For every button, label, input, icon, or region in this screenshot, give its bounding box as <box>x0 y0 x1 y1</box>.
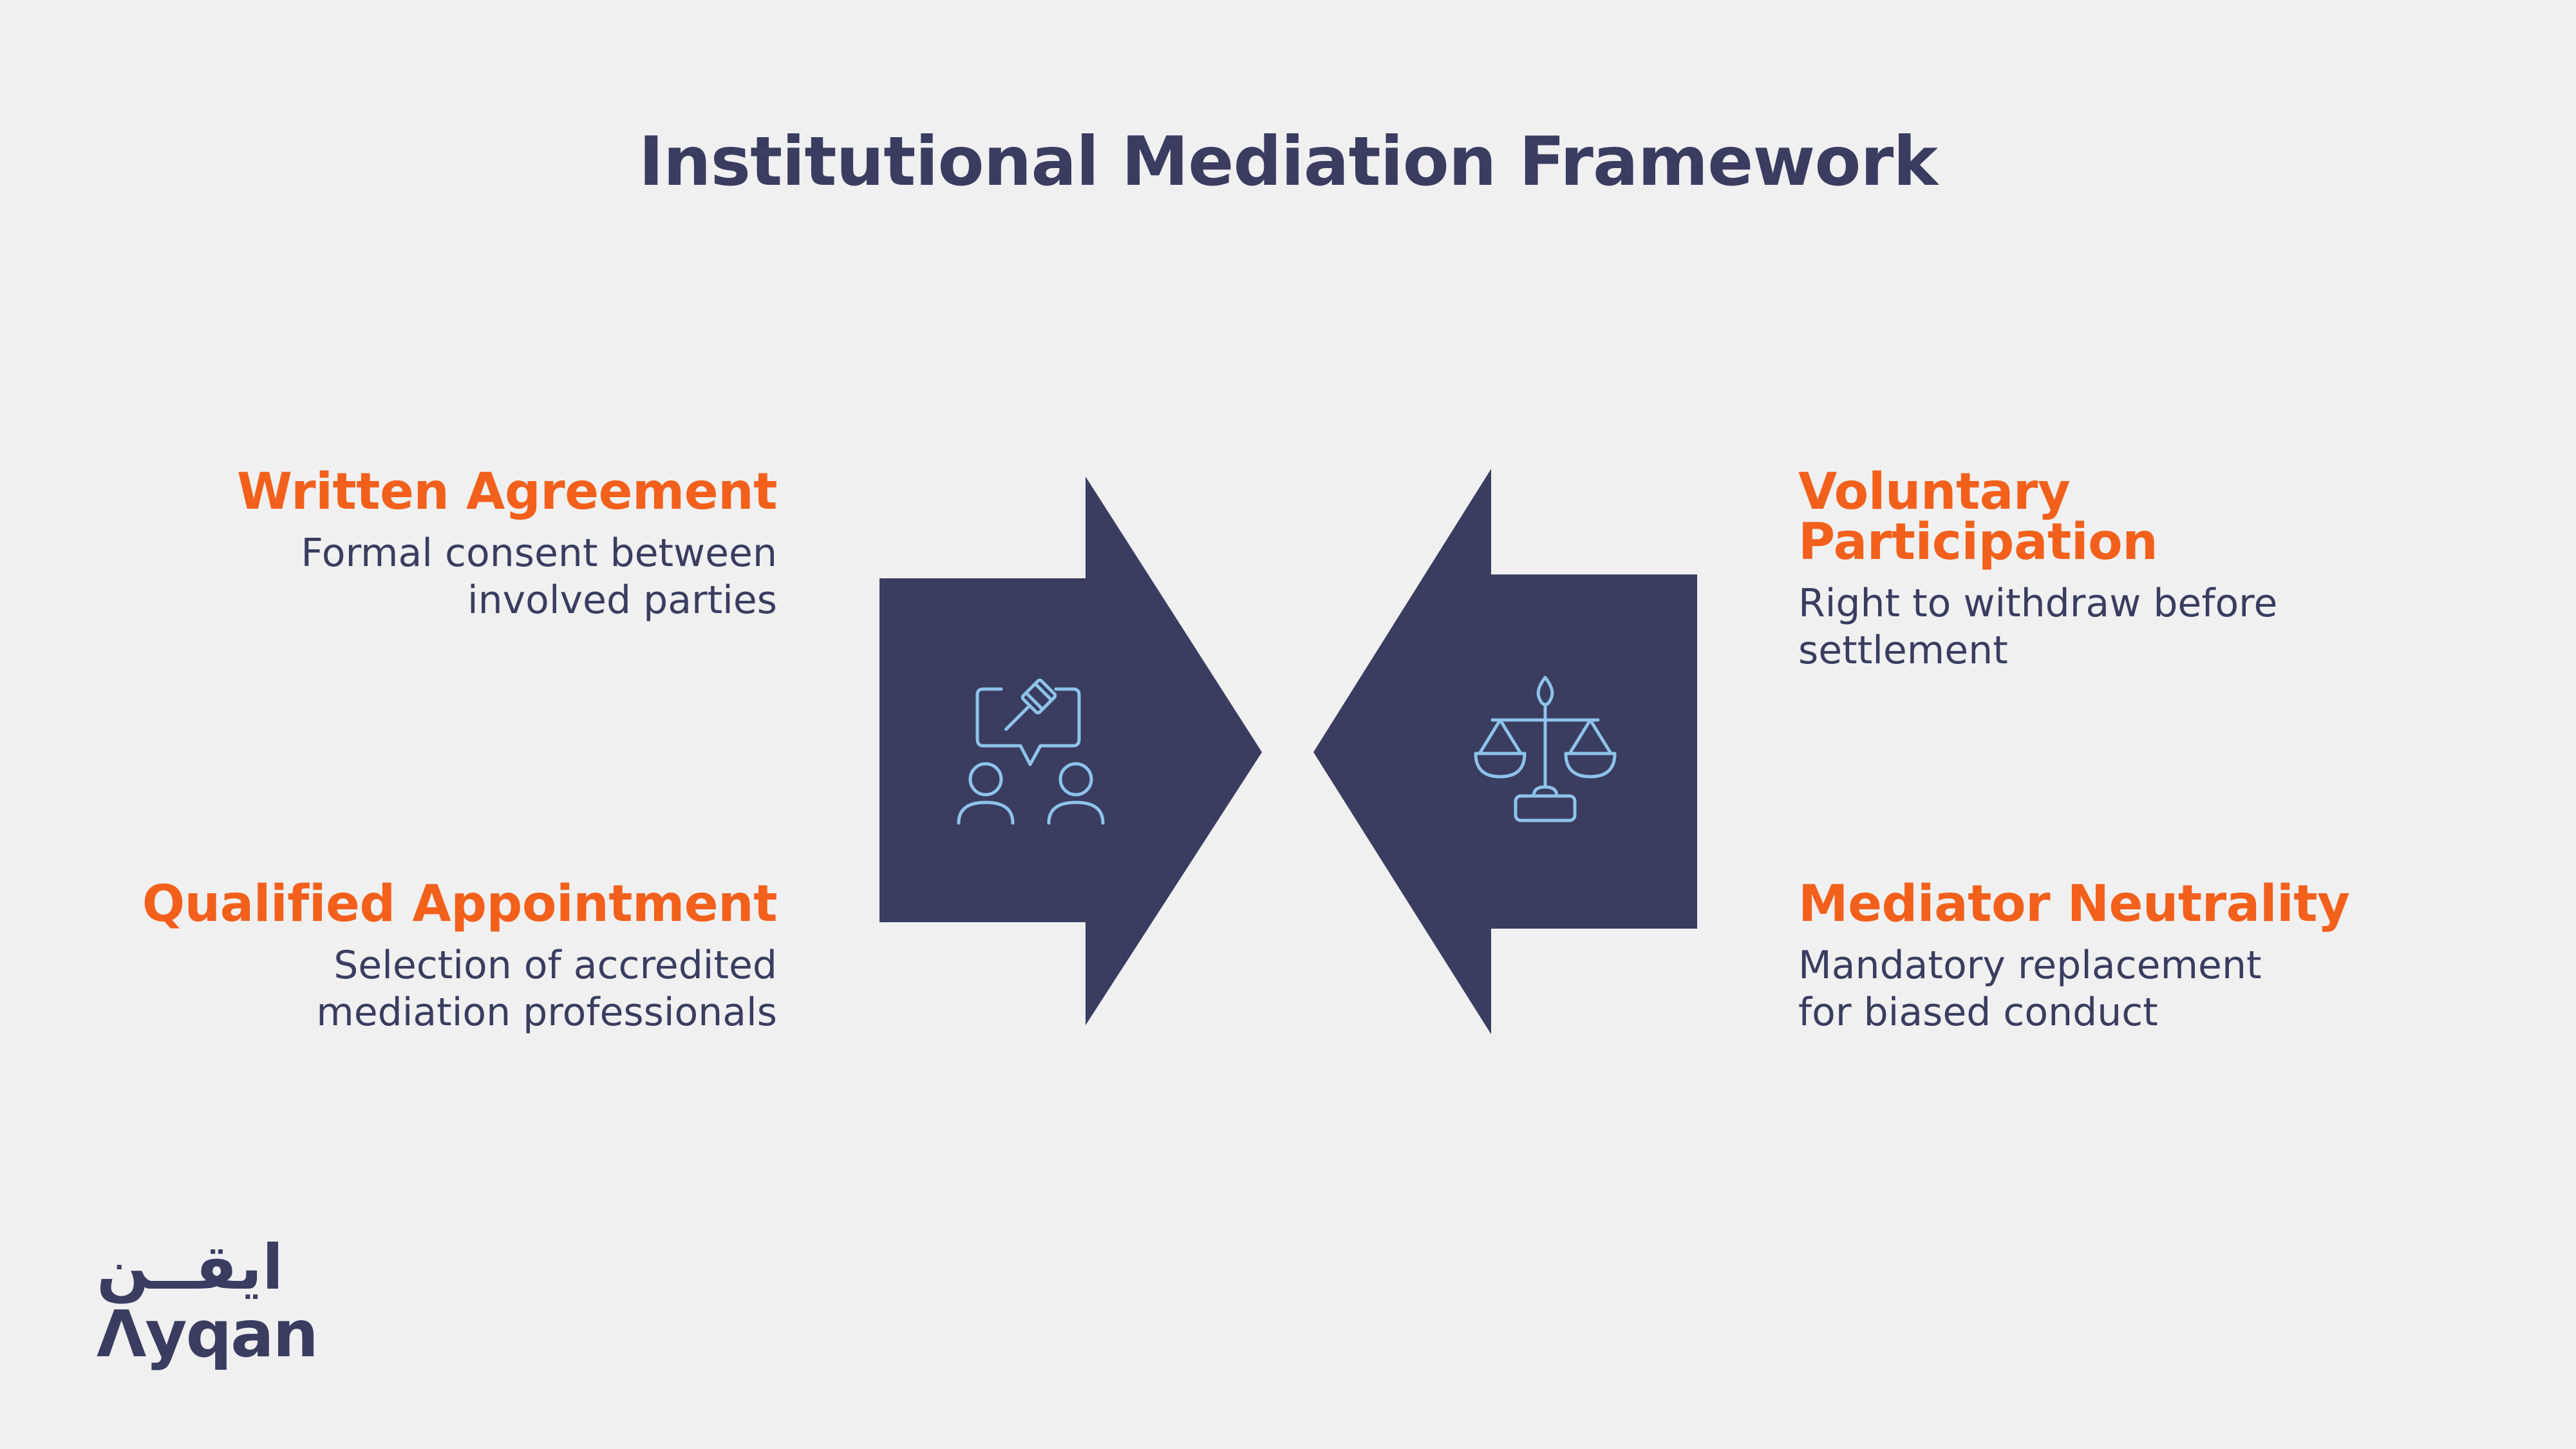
written-agreement-line-2: involved parties <box>467 578 777 623</box>
right-arrow <box>1313 469 1697 1034</box>
mediator-neutrality-line-2: for biased conduct <box>1798 990 2158 1036</box>
voluntary-participation-description: Right to withdraw before settlement <box>1798 580 2442 674</box>
logo-arabic-text: ايقــن <box>97 1231 284 1303</box>
qualified-appointment-block: Qualified Appointment Selection of accre… <box>133 875 778 1036</box>
qualified-appointment-description: Selection of accredited mediation profes… <box>133 942 777 1036</box>
ayqan-logo: ايقــن Λyqan <box>97 1231 319 1372</box>
written-agreement-block: Written Agreement Formal consent between… <box>133 463 778 624</box>
voluntary-participation-block: Voluntary Participation Right to withdra… <box>1798 467 2442 674</box>
page-title: Institutional Mediation Framework <box>638 122 1938 201</box>
written-agreement-description: Formal consent between involved parties <box>133 530 777 624</box>
left-arrow <box>879 477 1262 1025</box>
qualified-appointment-line-1: Selection of accredited <box>334 943 777 988</box>
mediator-neutrality-line-1: Mandatory replacement <box>1798 943 2262 988</box>
mediator-neutrality-block: Mediator Neutrality Mandatory replacemen… <box>1798 879 2442 1036</box>
qualified-appointment-heading: Qualified Appointment <box>142 875 778 933</box>
voluntary-participation-line-2: settlement <box>1798 628 2008 674</box>
written-agreement-line-1: Formal consent between <box>301 531 777 576</box>
scales-of-justice-icon <box>1474 676 1617 822</box>
mediator-neutrality-heading: Mediator Neutrality <box>1798 875 2350 933</box>
mediation-discussion-icon <box>957 678 1105 825</box>
logo-latin-text: Λyqan <box>97 1296 319 1372</box>
written-agreement-heading: Written Agreement <box>237 463 778 521</box>
qualified-appointment-line-2: mediation professionals <box>316 990 777 1036</box>
mediator-neutrality-description: Mandatory replacement for biased conduct <box>1798 942 2442 1036</box>
voluntary-participation-line-1: Right to withdraw before <box>1798 581 2278 626</box>
voluntary-participation-heading: Voluntary Participation <box>1798 463 2158 571</box>
